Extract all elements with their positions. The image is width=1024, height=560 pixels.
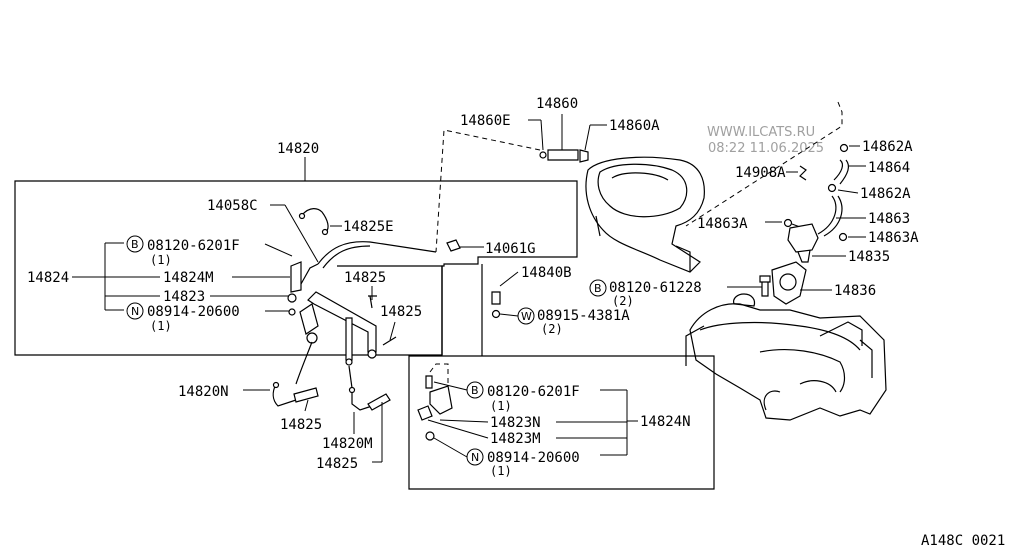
label-nut-08914-20600[interactable]: 08914-20600 [147, 304, 240, 320]
label-14825-b[interactable]: 14825 [380, 304, 422, 320]
qty-nut-1: (1) [150, 319, 172, 333]
label-14840B[interactable]: 14840B [521, 265, 572, 281]
label-14860E[interactable]: 14860E [460, 113, 511, 129]
label-14825-d[interactable]: 14825 [316, 456, 358, 472]
group-box-14820 [14, 180, 578, 356]
label-14825-c[interactable]: 14825 [280, 417, 322, 433]
label-14908A[interactable]: 14908A [735, 165, 786, 181]
thermostat-housing-14836 [771, 261, 807, 305]
label-14820M[interactable]: 14820M [322, 436, 373, 452]
label-washer-08915-4381A[interactable]: 08915-4381A [537, 308, 630, 324]
label-14058C[interactable]: 14058C [207, 198, 258, 214]
label-14825-a[interactable]: 14825 [344, 270, 386, 286]
water-pipe-14820 [307, 291, 377, 353]
label-14836[interactable]: 14836 [834, 283, 876, 299]
watermark-stamp: 08:22 11.06.2025 [708, 141, 824, 156]
label-14862A-a[interactable]: 14862A [862, 139, 913, 155]
label-14835[interactable]: 14835 [848, 249, 890, 265]
label-14061G[interactable]: 14061G [485, 241, 536, 257]
qty-washer-1: (2) [541, 322, 563, 336]
label-bolt-08120-61228[interactable]: 08120-61228 [609, 280, 702, 296]
label-14863A-b[interactable]: 14863A [868, 230, 919, 246]
label-14860[interactable]: 14860 [536, 96, 578, 112]
qty-bolt-1: (1) [150, 253, 172, 267]
valve-14835 [787, 223, 819, 253]
qty-nut-2: (1) [490, 464, 512, 478]
watermark-site: WWW.ILCATS.RU [707, 125, 815, 140]
label-nut-08914-20600-2[interactable]: 08914-20600 [487, 450, 580, 466]
label-14863A-a[interactable]: 14863A [697, 216, 748, 232]
label-14824N[interactable]: 14824N [640, 414, 691, 430]
label-14864[interactable]: 14864 [868, 160, 910, 176]
nut-symbol-1: N [131, 305, 139, 318]
label-14823N[interactable]: 14823N [490, 415, 541, 431]
air-cleaner-housing [585, 156, 705, 273]
label-14823[interactable]: 14823 [163, 289, 205, 305]
label-bolt-08120-6201F-2[interactable]: 08120-6201F [487, 384, 580, 400]
qty-bolt-2: (2) [612, 294, 634, 308]
bolt-symbol-3: B [471, 384, 479, 397]
label-14820[interactable]: 14820 [277, 141, 319, 157]
label-14863[interactable]: 14863 [868, 211, 910, 227]
bolt-symbol-1: B [131, 238, 139, 251]
bolt-symbol-2: B [594, 282, 602, 295]
label-14820N[interactable]: 14820N [178, 384, 229, 400]
label-14823M[interactable]: 14823M [490, 431, 541, 447]
label-14824M[interactable]: 14824M [163, 270, 214, 286]
label-14860A[interactable]: 14860A [609, 118, 660, 134]
label-14825E[interactable]: 14825E [343, 219, 394, 235]
engine-block [689, 303, 887, 421]
label-14824[interactable]: 14824 [27, 270, 69, 286]
label-bolt-08120-6201F[interactable]: 08120-6201F [147, 238, 240, 254]
label-14862A-b[interactable]: 14862A [860, 186, 911, 202]
figure-code: A148C 0021 [921, 533, 1005, 549]
group-box-14824N [408, 264, 715, 490]
washer-symbol-1: W [521, 310, 532, 323]
nut-symbol-2: N [471, 451, 479, 464]
qty-bolt-3: (1) [490, 399, 512, 413]
